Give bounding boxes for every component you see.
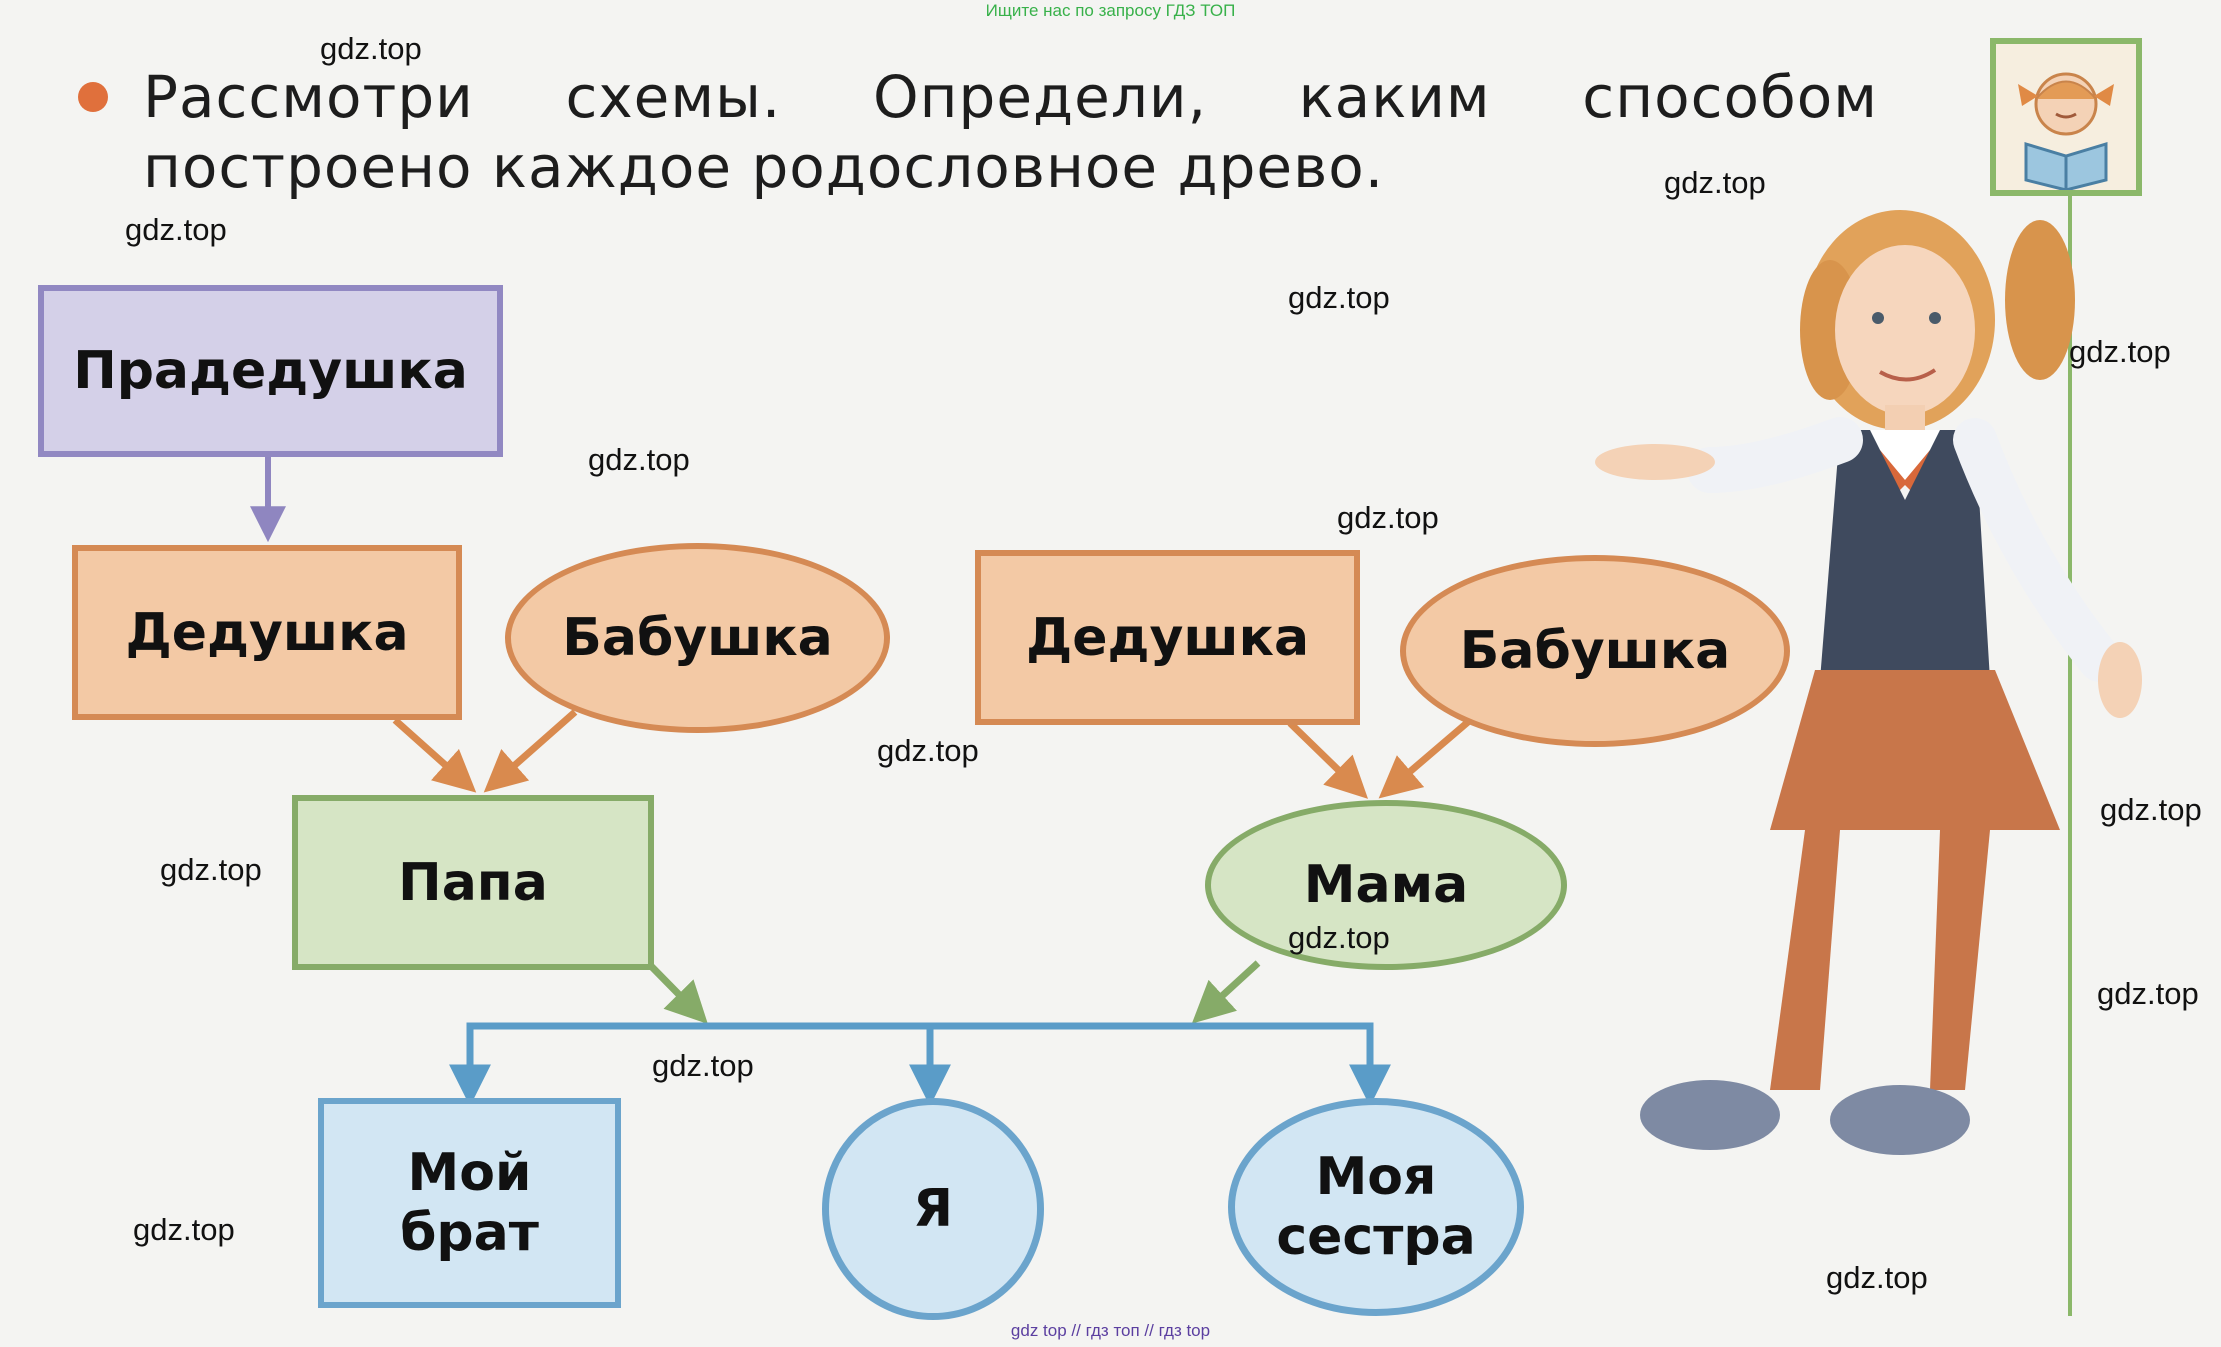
node-sister: Моя сестра <box>1228 1098 1524 1316</box>
arrow-grandfather-to-mom <box>1287 720 1369 799</box>
arrow-dad-to-children <box>647 962 708 1024</box>
watermark: gdz.top <box>877 733 979 768</box>
top-banner[interactable]: Ищите нас по запросу ГДЗ ТОП <box>985 1 1236 20</box>
watermark: gdz.top <box>125 212 227 247</box>
watermark: gdz.top <box>1288 280 1390 315</box>
watermark: gdz.top <box>588 442 690 477</box>
node-paternal-grandmother: Бабушка <box>505 543 890 733</box>
children-bus <box>466 1022 1374 1093</box>
watermark: gdz.top <box>1664 165 1766 200</box>
watermark: gdz.top <box>133 1212 235 1247</box>
task-text: Рассмотри схемы. Определи, каким способо… <box>143 63 1878 201</box>
node-father: Папа <box>292 795 654 970</box>
watermark: gdz.top <box>1337 500 1439 535</box>
node-maternal-grandmother: Бабушка <box>1400 555 1790 747</box>
watermark: gdz.top <box>320 31 422 66</box>
watermark: gdz.top <box>1826 1260 1928 1295</box>
arrow-grandmother-to-dad <box>483 709 578 793</box>
sister-line-1: Моя <box>1315 1147 1437 1207</box>
arrow-grandmother-to-mom <box>1378 719 1471 799</box>
node-me: Я <box>822 1098 1044 1320</box>
watermark: gdz.top <box>2097 976 2199 1011</box>
watermark: gdz.top <box>2069 334 2171 369</box>
watermark: gdz.top <box>652 1048 754 1083</box>
brother-line-1: Мой <box>407 1143 532 1203</box>
arrow-mom-to-children <box>1191 960 1261 1024</box>
node-great-grandfather: Прадедушка <box>38 285 503 457</box>
watermark: gdz.top <box>160 852 262 887</box>
reading-girl-icon <box>1990 38 2142 196</box>
footer-text[interactable]: gdz top // гдз топ // гдз top <box>1010 1321 1211 1340</box>
margin-line <box>2068 196 2072 1316</box>
arrow-grandfather-to-dad <box>392 717 477 793</box>
watermark: gdz.top <box>1288 920 1390 955</box>
brother-line-2: брат <box>400 1203 539 1263</box>
node-paternal-grandfather: Дедушка <box>72 545 462 720</box>
bullet-icon <box>78 82 108 112</box>
watermark: gdz.top <box>2100 792 2202 827</box>
sister-line-2: сестра <box>1276 1207 1476 1267</box>
node-mother: Мама <box>1205 800 1567 970</box>
node-brother: Мой брат <box>318 1098 621 1308</box>
node-maternal-grandfather: Дедушка <box>975 550 1360 725</box>
